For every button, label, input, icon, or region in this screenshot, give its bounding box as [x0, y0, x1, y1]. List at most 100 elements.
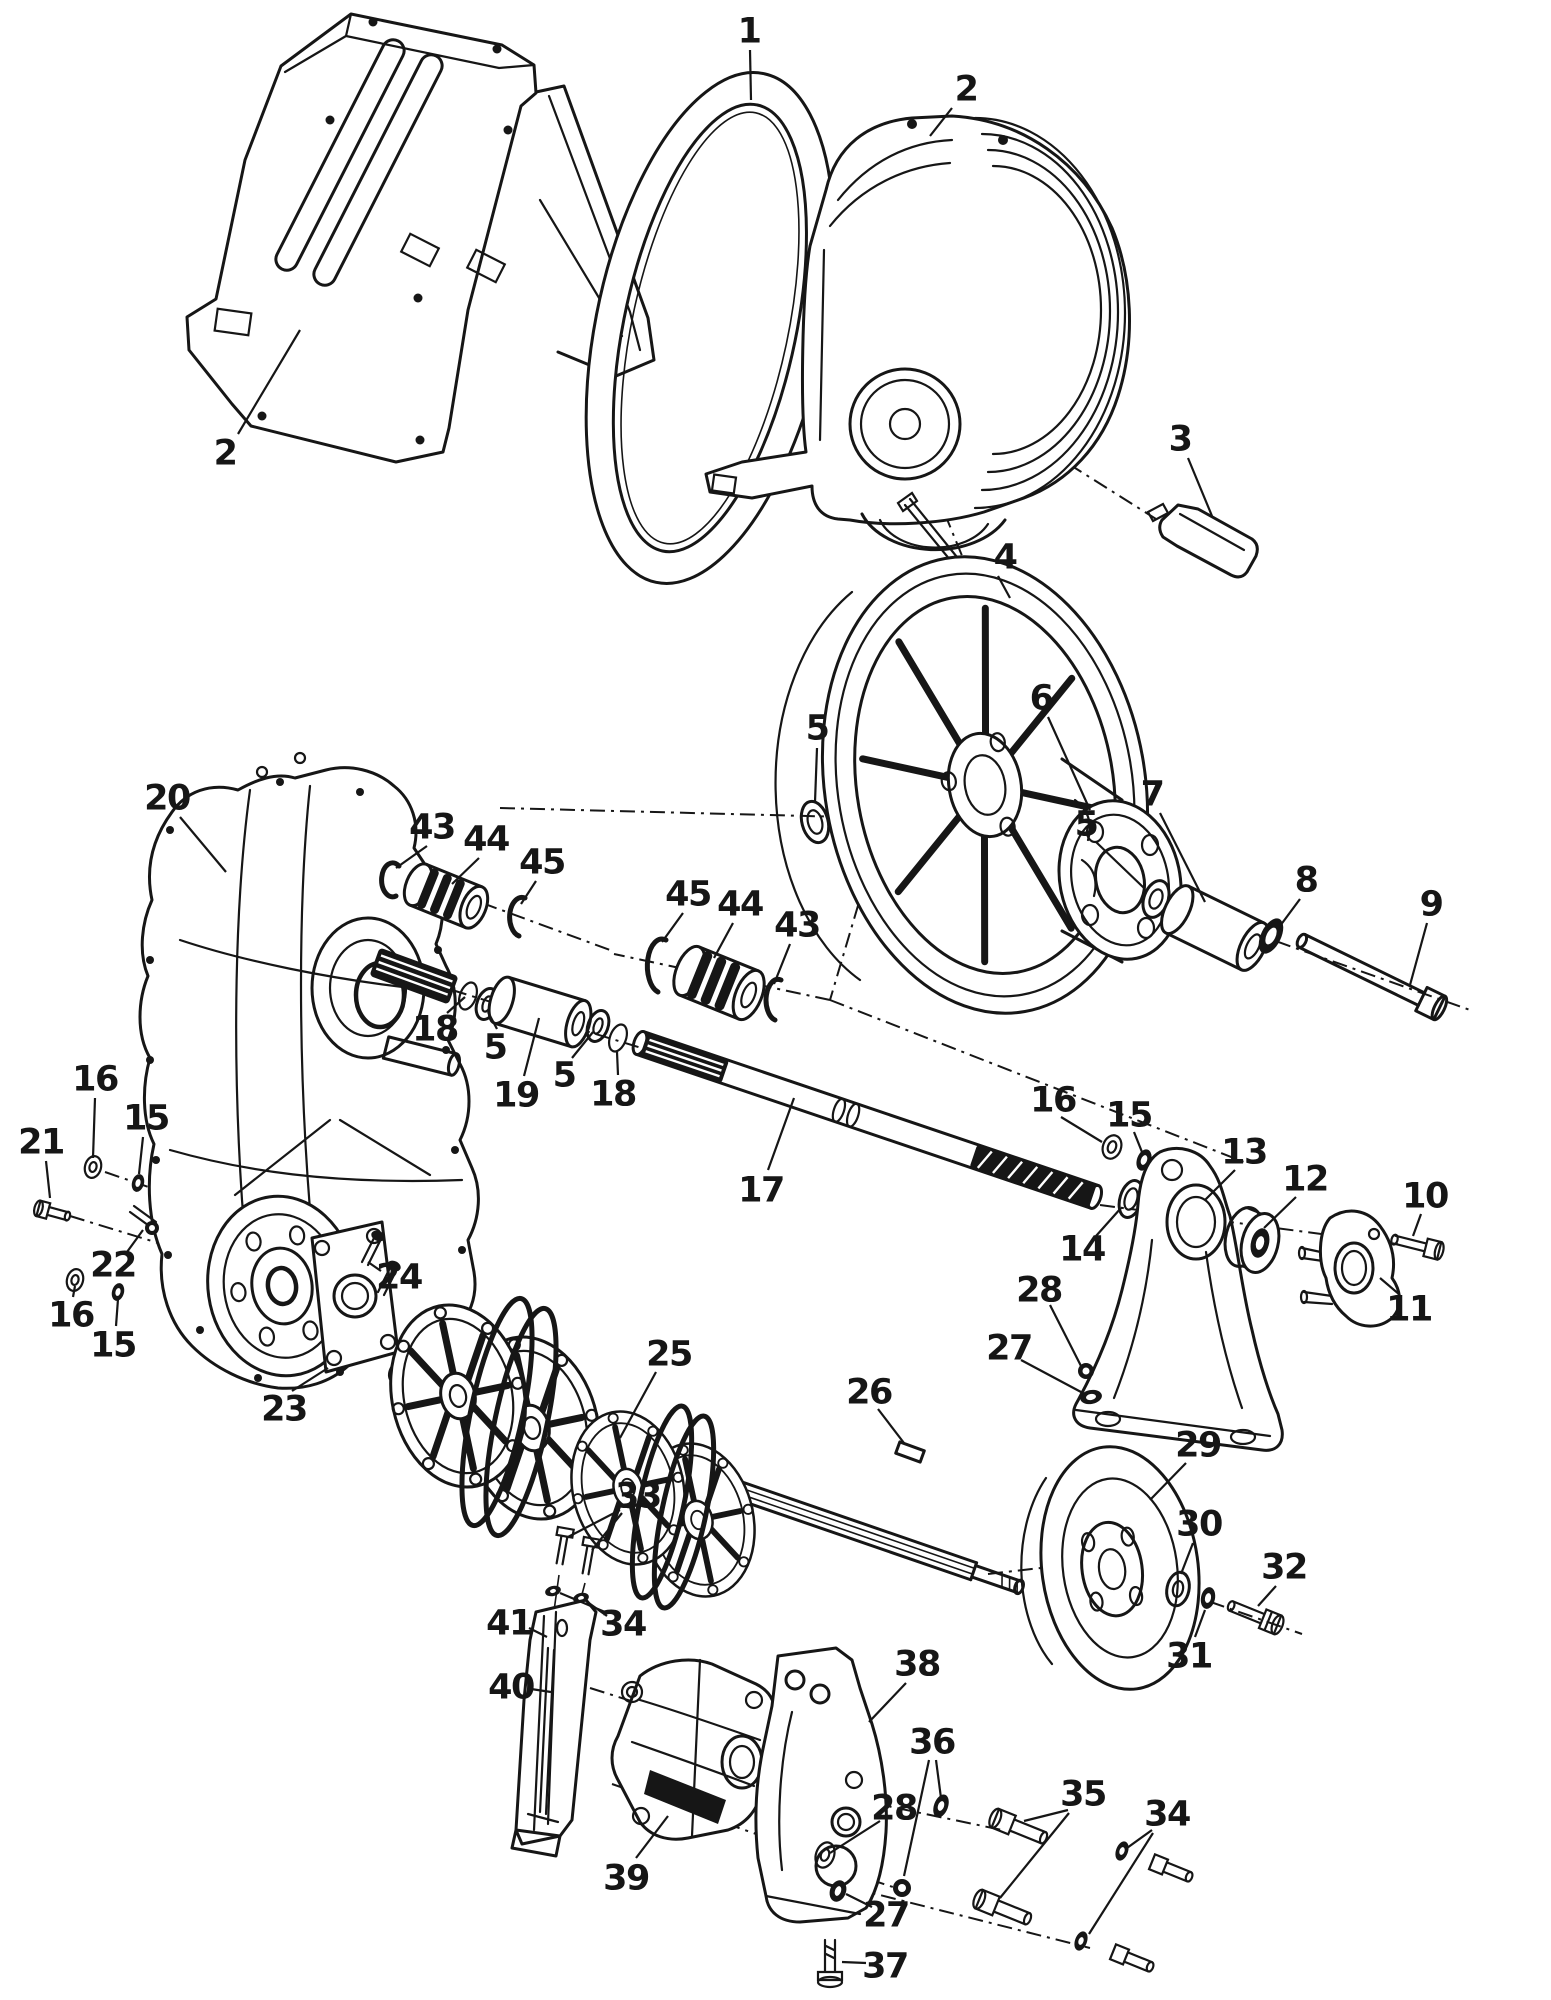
svg-text:12: 12: [1282, 1159, 1328, 1199]
svg-text:18: 18: [590, 1074, 636, 1114]
washer-8: [1258, 918, 1284, 954]
svg-text:9: 9: [1420, 884, 1443, 924]
callout-38: 38: [868, 1644, 941, 1723]
callout-25: 25: [619, 1334, 693, 1439]
svg-text:24: 24: [376, 1257, 422, 1297]
sprocket-band: [629, 1403, 695, 1601]
belt-cover-screws: [257, 17, 513, 445]
sprocket-band: [651, 1413, 717, 1611]
plate-bolt: [360, 1230, 385, 1267]
bolt-33: [581, 1535, 601, 1576]
bolt-9: [1295, 932, 1449, 1022]
spacer-7: [1160, 884, 1270, 972]
callout-24: 24: [367, 1257, 423, 1297]
callout-11: 11: [1379, 1277, 1433, 1329]
svg-text:16: 16: [72, 1059, 118, 1099]
bolt-21: [32, 1199, 72, 1222]
svg-text:21: 21: [18, 1122, 64, 1162]
sprocket-band: [459, 1295, 535, 1529]
svg-text:8: 8: [1295, 860, 1318, 900]
svg-text:30: 30: [1176, 1504, 1222, 1544]
callout-2: 2: [929, 69, 979, 137]
washer-18: [607, 1023, 629, 1053]
gearcase: [138, 751, 480, 1390]
bolt-32: [1226, 1600, 1285, 1636]
washer-28: [814, 1841, 836, 1869]
svg-text:16: 16: [48, 1295, 94, 1335]
svg-text:34: 34: [600, 1604, 646, 1644]
svg-text:19: 19: [493, 1075, 539, 1115]
svg-text:45: 45: [519, 842, 565, 882]
callout-19: 19: [493, 1017, 540, 1115]
svg-text:25: 25: [646, 1334, 692, 1374]
callout-14: 14: [1059, 1207, 1122, 1269]
callout-41: 41: [486, 1603, 548, 1643]
bolt-34: [1108, 1942, 1155, 1973]
callout-26: 26: [846, 1372, 905, 1444]
nut-36: [893, 1879, 911, 1897]
svg-text:22: 22: [90, 1245, 136, 1285]
coupler-44: [672, 944, 766, 1022]
callout-36: 36: [902, 1722, 956, 1877]
washer-36: [933, 1794, 949, 1818]
svg-text:28: 28: [871, 1788, 917, 1828]
snap-ring-45: [507, 894, 528, 939]
hook-pin-3: [1146, 502, 1259, 579]
bracket-40-plate: [526, 1646, 560, 1824]
svg-text:5: 5: [1075, 804, 1098, 844]
key-26: [894, 1440, 926, 1464]
callout-10: 10: [1402, 1176, 1449, 1237]
mount-bracket-38: [754, 1646, 888, 1924]
callout-16: 16: [48, 1285, 95, 1335]
svg-text:2: 2: [955, 69, 978, 109]
callout-45: 45: [661, 874, 712, 943]
bearing-12: [1223, 1206, 1281, 1274]
gearcase-upper-shaft: [370, 948, 458, 1004]
svg-text:43: 43: [774, 905, 820, 945]
snap-ring-43: [379, 860, 402, 900]
svg-text:15: 15: [1106, 1095, 1152, 1135]
gearcase-lower-shaft: [381, 1035, 461, 1077]
callout-23: 23: [261, 1367, 329, 1429]
clutch-cover: [704, 114, 1131, 552]
callout-39: 39: [603, 1815, 669, 1898]
bearing-stand: [1072, 1147, 1284, 1452]
washer-27: [829, 1880, 847, 1902]
svg-text:6: 6: [1030, 678, 1053, 718]
callout-5: 5: [484, 1011, 508, 1067]
callout-28: 28: [1016, 1270, 1082, 1367]
callout-28: 28: [829, 1788, 918, 1854]
svg-text:31: 31: [1166, 1636, 1212, 1676]
svg-text:36: 36: [909, 1722, 955, 1762]
svg-text:20: 20: [144, 778, 190, 818]
bolt-10: [1390, 1233, 1445, 1261]
svg-text:37: 37: [862, 1946, 908, 1986]
svg-text:14: 14: [1059, 1229, 1105, 1269]
callout-33: 33: [565, 1476, 662, 1551]
callout-15: 15: [123, 1098, 170, 1175]
brake-disc: [1039, 1445, 1201, 1691]
svg-text:38: 38: [894, 1644, 940, 1684]
svg-text:15: 15: [123, 1098, 169, 1138]
svg-text:28: 28: [1016, 1270, 1062, 1310]
callout-8: 8: [1279, 860, 1319, 927]
svg-text:41: 41: [486, 1603, 532, 1643]
bolt-35: [988, 1807, 1049, 1845]
callout-44: 44: [713, 884, 764, 959]
caliper-bracket-41: [510, 1598, 598, 1858]
callout-3: 3: [1169, 419, 1214, 517]
callout-12: 12: [1263, 1159, 1329, 1229]
callout-34: 34: [559, 1591, 647, 1644]
nut-28: [1078, 1363, 1094, 1379]
svg-text:7: 7: [1141, 774, 1164, 814]
svg-text:23: 23: [261, 1389, 307, 1429]
callout-1: 1: [738, 11, 762, 101]
svg-text:43: 43: [409, 807, 455, 847]
callout-35: 35: [999, 1774, 1107, 1899]
snap-ring-43: [763, 976, 784, 1023]
svg-text:18: 18: [412, 1009, 458, 1049]
disc-depth-edge: [1020, 1476, 1054, 1666]
svg-text:40: 40: [488, 1667, 534, 1707]
callout-18: 18: [590, 1051, 637, 1114]
sprocket-band: [483, 1305, 559, 1539]
